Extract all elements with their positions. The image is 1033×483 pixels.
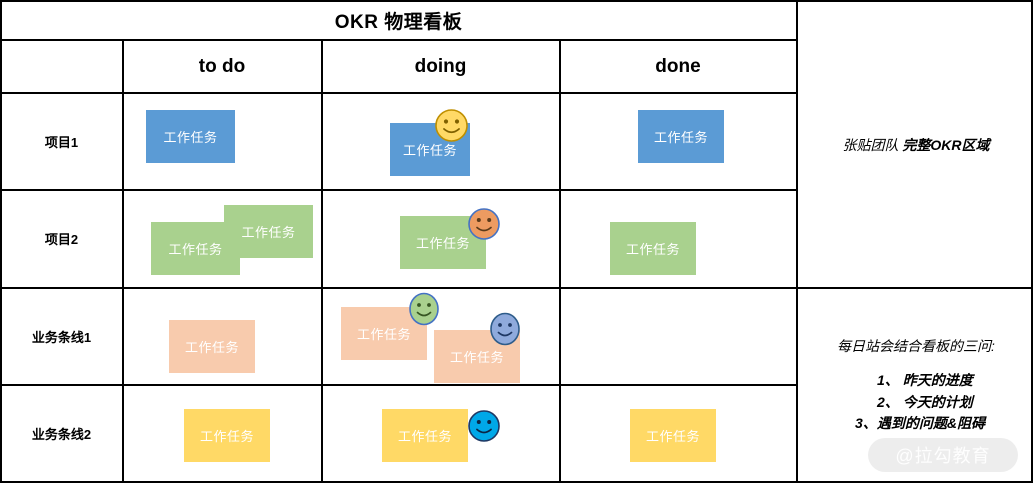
row-header-businessline1: 业务条线1	[0, 288, 123, 384]
row-header-project2: 项目2	[0, 190, 123, 287]
list-item: 3、遇到的问题&阻碍	[855, 415, 985, 432]
grid-line-bottom	[0, 481, 1033, 483]
column-header-doing: doing	[322, 40, 559, 93]
row-header-businessline1-label: 业务条线1	[31, 329, 92, 345]
grid-line-row2-bottom	[0, 287, 1033, 289]
task-card-label: 工作任务	[415, 236, 470, 251]
grid-line-title-bottom	[0, 39, 797, 41]
grid-line-row3-bottom	[0, 384, 797, 386]
grid-line-col-rowhead	[122, 40, 124, 483]
list-item: 1、 昨天的进度	[877, 371, 973, 388]
grid-line-header-bottom	[0, 92, 797, 94]
smiley-avatar-cyan-icon[interactable]	[467, 409, 501, 443]
task-card[interactable]: 工作任务	[169, 320, 255, 373]
board-title-cell: OKR 物理看板	[0, 0, 797, 40]
column-header-done-label: done	[655, 55, 701, 77]
task-card-label: 工作任务	[397, 429, 452, 444]
task-card[interactable]: 工作任务	[151, 222, 240, 275]
task-card[interactable]: 工作任务	[630, 409, 716, 462]
task-card[interactable]: 工作任务	[146, 110, 235, 163]
column-header-todo-label: to do	[198, 55, 246, 77]
grid-line-right	[1031, 0, 1033, 483]
list-item: 2、 今天的计划	[877, 393, 973, 410]
task-card-label: 工作任务	[163, 130, 218, 145]
task-card-label: 工作任务	[241, 225, 296, 240]
grid-line-col-todo	[321, 40, 323, 483]
daily-standup-questions: 1、 昨天的进度 2、 今天的计划 3、遇到的问题&阻碍	[847, 370, 985, 435]
smiley-avatar-green-icon[interactable]	[408, 292, 440, 326]
grid-line-left	[0, 0, 2, 483]
grid-line-row1-bottom	[0, 189, 797, 191]
column-header-doing-label: doing	[414, 55, 467, 77]
task-card-label: 工作任务	[653, 130, 708, 145]
row-header-businessline2: 业务条线2	[0, 385, 123, 481]
row-header-project1-label: 项目1	[44, 134, 79, 150]
row-header-project1: 项目1	[0, 93, 123, 189]
daily-standup-panel: 每日站会结合看板的三问: 1、 昨天的进度 2、 今天的计划 3、遇到的问题&阻…	[799, 290, 1033, 481]
okr-area-emphasis: 完整OKR区域	[902, 137, 990, 153]
task-card-label: 工作任务	[625, 242, 680, 257]
task-card[interactable]: 工作任务	[382, 409, 468, 462]
grid-line-top	[0, 0, 1033, 2]
task-card-label: 工作任务	[402, 143, 457, 158]
okr-area-text: 张贴团队 完整OKR区域	[842, 135, 989, 155]
task-card-label: 工作任务	[449, 350, 504, 365]
task-card[interactable]: 工作任务	[184, 409, 270, 462]
task-card[interactable]: 工作任务	[610, 222, 696, 275]
task-card-label: 工作任务	[356, 327, 411, 342]
task-card-label: 工作任务	[168, 242, 223, 257]
daily-standup-heading: 每日站会结合看板的三问:	[837, 337, 995, 354]
smiley-avatar-yellow-icon[interactable]	[434, 108, 469, 143]
page-title: OKR 物理看板	[334, 11, 463, 33]
smiley-avatar-purple-icon[interactable]	[489, 312, 521, 346]
column-header-todo: to do	[123, 40, 321, 93]
task-card-label: 工作任务	[199, 429, 254, 444]
smiley-avatar-orange-icon[interactable]	[467, 207, 501, 241]
grid-line-col-doing	[559, 40, 561, 483]
row-header-project2-label: 项目2	[44, 232, 79, 247]
task-card-label: 工作任务	[645, 429, 700, 444]
column-header-done: done	[560, 40, 796, 93]
okr-area-panel: 张贴团队 完整OKR区域	[799, 2, 1033, 288]
task-card-label: 工作任务	[184, 340, 239, 355]
okr-area-prefix: 张贴团队	[842, 137, 903, 153]
grid-line-col-done	[796, 0, 798, 483]
row-header-businessline2-label: 业务条线2	[31, 426, 92, 442]
task-card[interactable]: 工作任务	[638, 110, 724, 163]
